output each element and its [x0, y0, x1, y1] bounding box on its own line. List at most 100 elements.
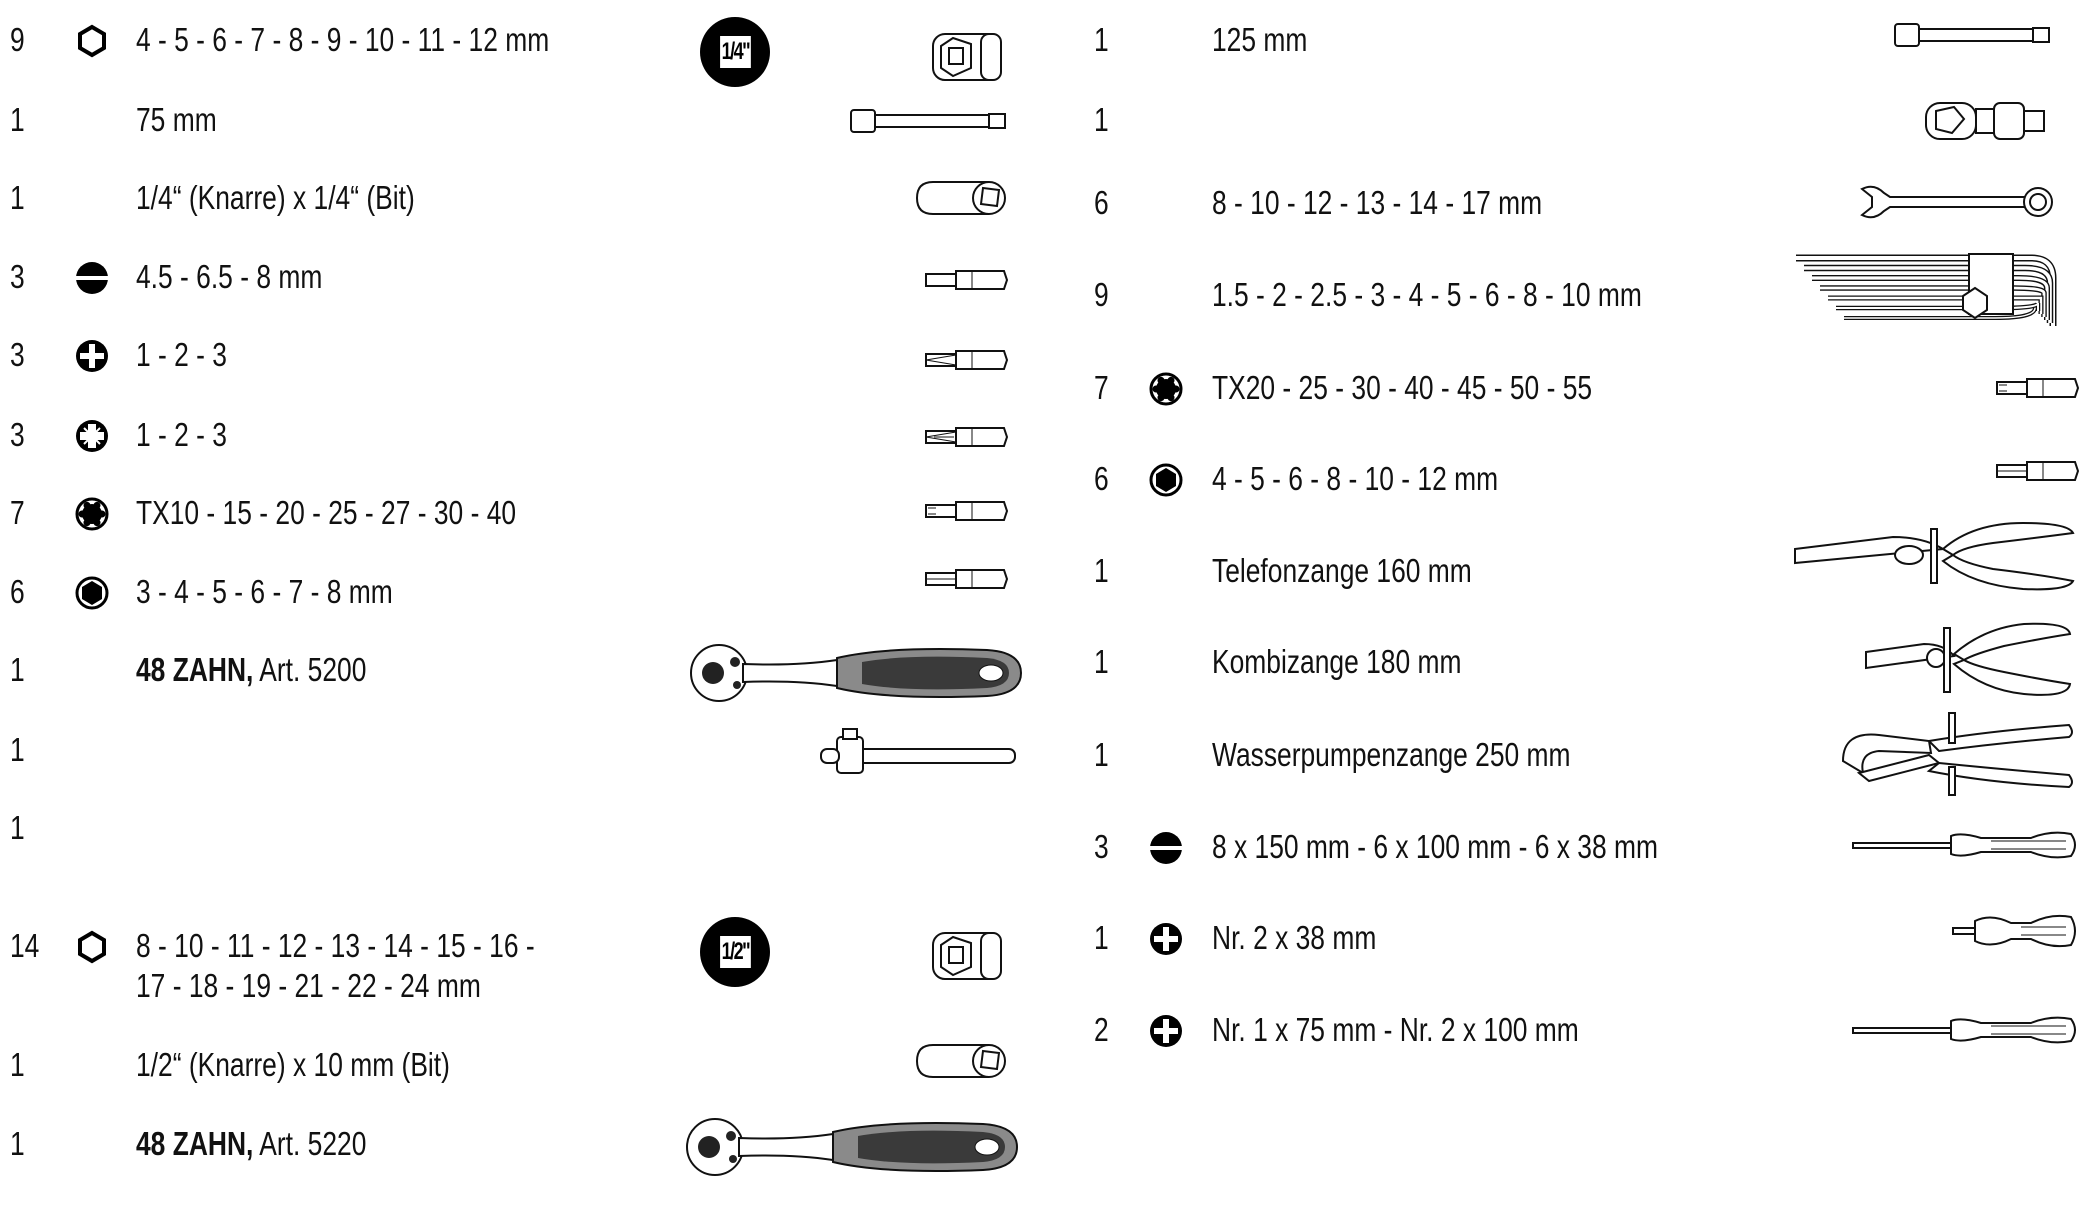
badge-label: 1/4" [719, 36, 751, 68]
item-quantity: 1 [10, 809, 25, 846]
item-description-text: TX10 - 15 - 20 - 25 - 27 - 30 - 40 [136, 494, 517, 531]
socket-icon [931, 929, 1007, 988]
item-quantity: 7 [1094, 369, 1109, 406]
list-item: 1 75 mm [0, 100, 2100, 144]
list-item: 1 Nr. 2 x 38 mm [0, 918, 2100, 962]
item-description: TX10 - 15 - 20 - 25 - 27 - 30 - 40 [136, 493, 516, 533]
item-quantity: 1 [10, 1046, 25, 1083]
bit-adapter-icon [913, 178, 1009, 223]
phillips-icon [1149, 1014, 1183, 1048]
item-description-text: 1/4“ (Knarre) x 1/4“ (Bit) [136, 179, 415, 216]
item-quantity: 1 [10, 179, 25, 216]
item-description-text-line2: 17 - 18 - 19 - 21 - 22 - 24 mm [136, 967, 481, 1004]
item-quantity: 3 [1094, 828, 1109, 865]
item-quantity: 9 [10, 21, 25, 58]
phillips-icon [1149, 922, 1183, 956]
phillips-bit-icon [924, 349, 1009, 376]
phillips-icon [75, 339, 109, 373]
item-description: 1 - 2 - 3 [136, 335, 227, 375]
torx-icon [75, 497, 109, 531]
item-description-text: TX20 - 25 - 30 - 40 - 45 - 50 - 55 [1212, 369, 1593, 406]
item-description-text: 8 x 150 mm - 6 x 100 mm - 6 x 38 mm [1212, 828, 1658, 865]
item-quantity: 9 [1094, 276, 1109, 313]
item-description-text: 8 - 10 - 12 - 13 - 14 - 17 mm [1212, 184, 1543, 221]
list-item: 1 [0, 808, 2100, 852]
t-bar-icon [819, 727, 1019, 786]
item-description-text: 75 mm [136, 101, 217, 138]
item-quantity: 1 [1094, 919, 1109, 956]
extension-bar-icon [1893, 22, 2053, 53]
item-description: 8 x 150 mm - 6 x 100 mm - 6 x 38 mm [1212, 827, 1658, 867]
item-description: Nr. 1 x 75 mm - Nr. 2 x 100 mm [1212, 1010, 1579, 1050]
item-description-text: Kombizange 180 mm [1212, 643, 1462, 680]
slotted-bit-icon [924, 269, 1009, 296]
list-item: 1 Kombizange 180 mm [0, 642, 2100, 686]
bit-adapter-icon [913, 1041, 1009, 1086]
pozidriv-bit-icon [924, 426, 1009, 453]
half-inch-drive-badge: 1/2" [700, 917, 770, 987]
ratchet-icon [683, 1116, 1019, 1183]
item-description: Nr. 2 x 38 mm [1212, 918, 1376, 958]
item-quantity: 1 [10, 101, 25, 138]
item-quantity: 6 [10, 573, 25, 610]
list-item: 1 1/4“ (Knarre) x 1/4“ (Bit) [0, 178, 2100, 222]
badge-label: 1/2" [719, 936, 751, 968]
item-quantity: 2 [1094, 1011, 1109, 1048]
screwdriver-icon [1851, 1013, 2080, 1052]
hex-socket-icon [75, 576, 109, 610]
item-quantity: 14 [10, 927, 40, 964]
item-description-text: 1 - 2 - 3 [136, 416, 227, 453]
torx-icon [1149, 372, 1183, 406]
torx-bit-icon [1995, 377, 2080, 404]
slotted-icon [75, 261, 109, 295]
item-description-text: 8 - 10 - 11 - 12 - 13 - 14 - 15 - 16 - [136, 927, 535, 964]
item-quantity: 1 [1094, 643, 1109, 680]
item-quantity: 3 [10, 336, 25, 373]
item-description: 1/2“ (Knarre) x 10 mm (Bit) [136, 1045, 450, 1085]
item-quantity: 1 [10, 651, 25, 688]
item-quantity: 7 [10, 494, 25, 531]
item-description: 125 mm [1212, 20, 1307, 60]
item-description: 8 - 10 - 12 - 13 - 14 - 17 mm [1212, 183, 1542, 223]
item-description-text: 1 - 2 - 3 [136, 336, 227, 373]
item-description: 1.5 - 2 - 2.5 - 3 - 4 - 5 - 6 - 8 - 10 m… [1212, 275, 1642, 315]
item-description-text: 4 - 5 - 6 - 7 - 8 - 9 - 10 - 11 - 12 mm [136, 21, 550, 58]
ratchet-icon [687, 642, 1023, 709]
item-description: 1 - 2 - 3 [136, 415, 227, 455]
item-quantity: 1 [1094, 101, 1109, 138]
quarter-inch-drive-badge: 1/4" [700, 17, 770, 87]
list-item: 1 [0, 730, 2100, 774]
item-quantity: 1 [1094, 21, 1109, 58]
item-description: 4 - 5 - 6 - 7 - 8 - 9 - 10 - 11 - 12 mm [136, 20, 549, 60]
item-description: 1/4“ (Knarre) x 1/4“ (Bit) [136, 178, 415, 218]
item-quantity: 1 [1094, 552, 1109, 589]
item-description-text: Wasserpumpenzange 250 mm [1212, 736, 1571, 773]
stubby-screwdriver-icon [1951, 911, 2079, 956]
item-description: 75 mm [136, 100, 217, 140]
list-item: 14 8 - 10 - 11 - 12 - 13 - 14 - 15 - 16 -… [0, 926, 2100, 1004]
pozidriv-icon [75, 419, 109, 453]
hex-key-set-icon [1791, 248, 2074, 349]
hex-bit-icon [1995, 460, 2080, 487]
item-description: Kombizange 180 mm [1212, 642, 1461, 682]
list-item: 2 Nr. 1 x 75 mm - Nr. 2 x 100 mm [0, 1010, 2100, 1054]
item-description: 4 - 5 - 6 - 8 - 10 - 12 mm [1212, 459, 1498, 499]
list-item: 1 [0, 100, 2100, 144]
item-description-text: 4 - 5 - 6 - 8 - 10 - 12 mm [1212, 460, 1499, 497]
item-quantity: 3 [10, 258, 25, 295]
slotted-icon [1149, 831, 1183, 865]
socket-icon [931, 30, 1007, 89]
list-item: 9 1.5 - 2 - 2.5 - 3 - 4 - 5 - 6 - 8 - 10 … [0, 275, 2100, 319]
item-quantity: 1 [10, 731, 25, 768]
list-item: 1 125 mm [0, 20, 2100, 64]
item-description: TX20 - 25 - 30 - 40 - 45 - 50 - 55 [1212, 368, 1592, 408]
item-description-text: 3 - 4 - 5 - 6 - 7 - 8 mm [136, 573, 393, 610]
item-quantity: 1 [10, 1125, 25, 1162]
item-quantity: 1 [1094, 736, 1109, 773]
list-item: 3 1 - 2 - 3 [0, 335, 2100, 379]
item-description: 8 - 10 - 11 - 12 - 13 - 14 - 15 - 16 -17… [136, 926, 535, 1006]
item-description-text: 125 mm [1212, 21, 1308, 58]
